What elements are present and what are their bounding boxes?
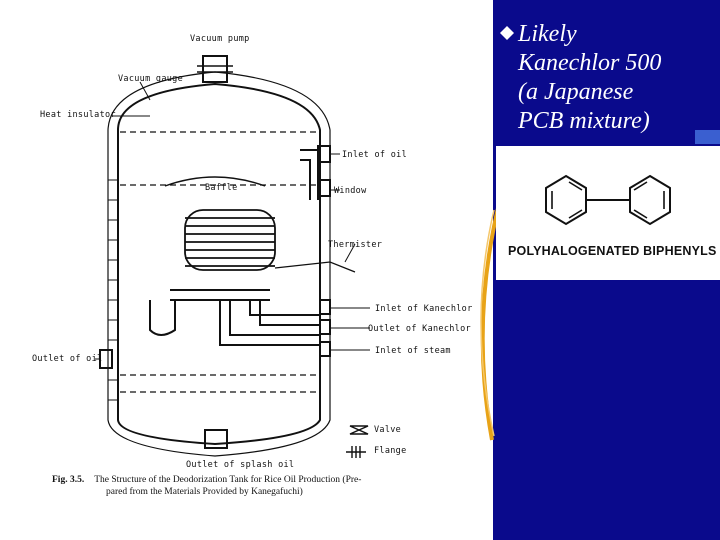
bullet-line-2: Kanechlor 500	[518, 50, 662, 76]
deodorization-tank-diagram	[95, 55, 370, 458]
pcb-structure-label: POLYHALOGENATED BIPHENYLS	[508, 244, 717, 258]
bullet-line-4: PCB mixture)	[518, 108, 650, 134]
bullet-line-1: Likely	[518, 21, 577, 47]
biphenyl-structure-icon	[545, 174, 671, 226]
diagram-area: Vacuum pump Vacuum gauge Heat insulator …	[32, 34, 473, 498]
label-inlet-of-steam: Inlet of steam	[375, 346, 451, 356]
label-inlet-of-oil: Inlet of oil	[342, 150, 408, 160]
caption-line-2: pared from the Materials Provided by Kan…	[106, 487, 303, 497]
label-heat-insulator: Heat insulator	[40, 110, 116, 120]
biphenyl-structure-panel	[496, 146, 720, 280]
diamond-bullet-icon	[500, 26, 514, 40]
bullet-line-3: (a Japanese	[518, 79, 634, 105]
label-flange: Flange	[374, 446, 407, 456]
bullet-text-block: Likely Kanechlor 500 (a Japanese PCB mix…	[500, 20, 718, 136]
label-outlet-of-kanechlor: Outlet of Kanechlor	[368, 324, 471, 334]
label-vacuum-pump: Vacuum pump	[190, 34, 250, 44]
label-outlet-of-oil: Outlet of oil	[32, 354, 103, 364]
label-baffle: Baffle	[205, 183, 238, 193]
figure-caption: Fig. 3.5. The Structure of the Deodorizat…	[52, 474, 361, 498]
label-thermister: Thermister	[328, 240, 383, 250]
label-window: Window	[334, 186, 367, 196]
label-inlet-of-kanechlor: Inlet of Kanechlor	[375, 304, 473, 314]
caption-fig-number: Fig. 3.5.	[52, 475, 85, 485]
label-outlet-of-splash-oil: Outlet of splash oil	[186, 460, 295, 470]
label-valve: Valve	[374, 425, 402, 435]
label-vacuum-gauge: Vacuum gauge	[118, 74, 184, 84]
caption-line-1: The Structure of the Deodorization Tank …	[94, 475, 362, 485]
